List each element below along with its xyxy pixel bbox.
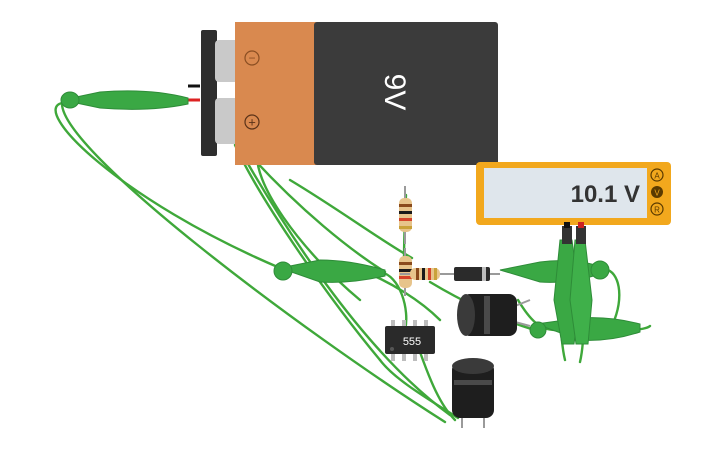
battery-terminal-negative[interactable]	[215, 40, 241, 82]
minus-terminal-icon	[244, 50, 260, 66]
plus-terminal-icon	[244, 114, 260, 130]
battery-cap	[201, 30, 217, 156]
battery-body	[314, 22, 498, 165]
battery-minus-symbol: −	[248, 51, 255, 65]
ic-label: 555	[403, 336, 421, 348]
battery-9v[interactable]: − + 9V	[188, 22, 498, 165]
resistor-horizontal[interactable]	[400, 268, 448, 280]
multimeter[interactable]: 10.1 V A V R	[476, 162, 671, 244]
wire[interactable]	[288, 178, 414, 260]
mode-v-label: V	[654, 189, 660, 198]
mode-button-a[interactable]: A	[650, 168, 664, 182]
battery-plus-symbol: +	[248, 115, 256, 130]
capacitor-vertical[interactable]	[452, 358, 494, 428]
mode-a-label: A	[654, 172, 660, 181]
multimeter-display	[484, 168, 647, 218]
wire[interactable]	[238, 148, 452, 417]
alligator-clip[interactable]	[60, 90, 189, 110]
mode-r-label: R	[654, 206, 660, 215]
multimeter-reading: 10.1 V	[571, 181, 640, 208]
ic-555[interactable]: 555	[385, 320, 435, 361]
wire[interactable]	[418, 350, 457, 422]
battery-label-band	[235, 22, 317, 165]
ic-pins-bottom	[391, 353, 428, 361]
ic-pins-top	[391, 320, 428, 328]
mode-button-v[interactable]: V	[651, 186, 663, 198]
battery-voltage-label: 9V	[378, 74, 411, 111]
mode-button-r[interactable]: R	[650, 202, 664, 216]
wire[interactable]	[54, 101, 282, 270]
capacitor-horizontal[interactable]	[457, 294, 531, 336]
probe-tip-black	[564, 222, 570, 228]
alligator-clip[interactable]	[273, 259, 386, 283]
battery-terminal-positive[interactable]	[215, 98, 241, 144]
probe-tip-red	[578, 222, 584, 228]
wire[interactable]	[233, 143, 382, 362]
probe-jack-black[interactable]	[562, 226, 572, 244]
resistor-top[interactable]	[399, 186, 412, 244]
wire[interactable]	[248, 153, 387, 274]
resistor-middle[interactable]	[399, 248, 412, 296]
diode[interactable]	[448, 267, 500, 281]
probe-jack-red[interactable]	[576, 226, 586, 244]
wire[interactable]	[60, 101, 447, 424]
alligator-clip[interactable]	[499, 260, 610, 283]
